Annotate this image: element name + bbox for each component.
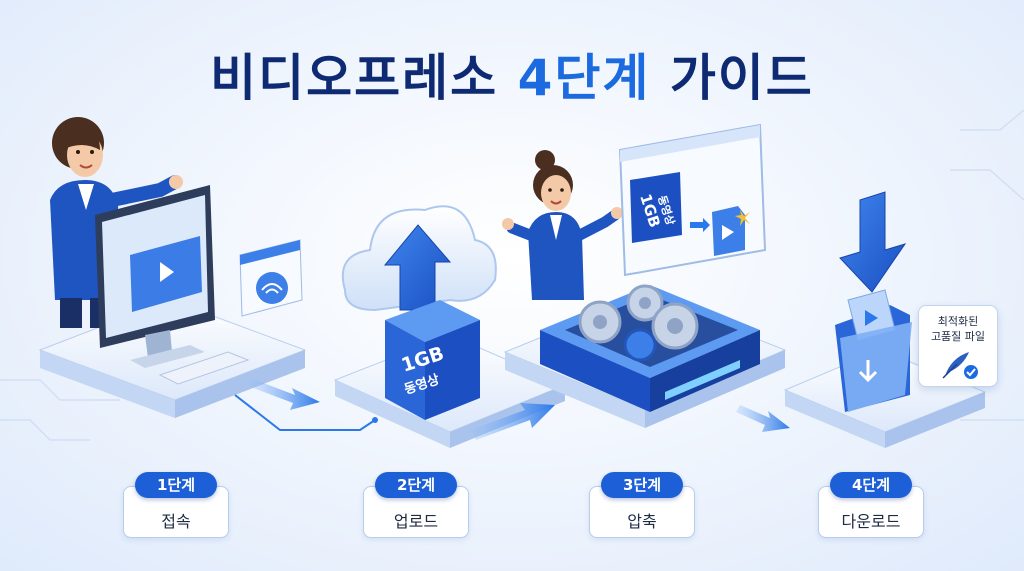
step-label: 다운로드 (841, 512, 901, 531)
title-accent: 4단계 (517, 49, 651, 107)
flow-arrow-1 (234, 378, 378, 431)
flow-arrow-2 (470, 403, 555, 440)
folder-icon (835, 289, 912, 412)
step-label: 업로드 (393, 512, 439, 531)
note-line-1: 최적화된 (937, 315, 979, 328)
step-card-4: 4단계 다운로드 (818, 472, 924, 538)
result-note-card: 최적화된 고품질 파일 (918, 305, 998, 387)
computer-monitor (95, 185, 250, 385)
title-main: 비디오프레소 (210, 49, 499, 107)
video-file-box: 1GB 동영상 (385, 300, 480, 420)
feather-check-icon (942, 352, 978, 379)
step-badge: 1단계 (135, 472, 217, 498)
flow-arrow-3 (736, 405, 790, 432)
step-card-2: 2단계 업로드 (363, 472, 469, 538)
step-label: 압축 (627, 512, 657, 531)
download-arrow-icon (839, 191, 907, 293)
circuit-lines (0, 109, 1024, 441)
step-label: 접속 (161, 512, 191, 531)
step-badge: 4단계 (830, 472, 912, 498)
compress-screen-panel: 1GB 동영상 (618, 123, 767, 277)
browser-wifi-card (239, 239, 303, 317)
step-card-3: 3단계 압축 (589, 472, 695, 538)
presenter-woman-2 (502, 150, 623, 300)
note-line-2: 고품질 파일 (930, 330, 986, 343)
compressor-machine (540, 284, 760, 412)
step-badge: 3단계 (601, 472, 683, 498)
page-title: 비디오프레소 4단계 가이드 (0, 38, 1024, 110)
step-badge: 2단계 (375, 472, 457, 498)
step-card-1: 1단계 접속 (123, 472, 229, 538)
title-tail: 가이드 (669, 49, 814, 107)
